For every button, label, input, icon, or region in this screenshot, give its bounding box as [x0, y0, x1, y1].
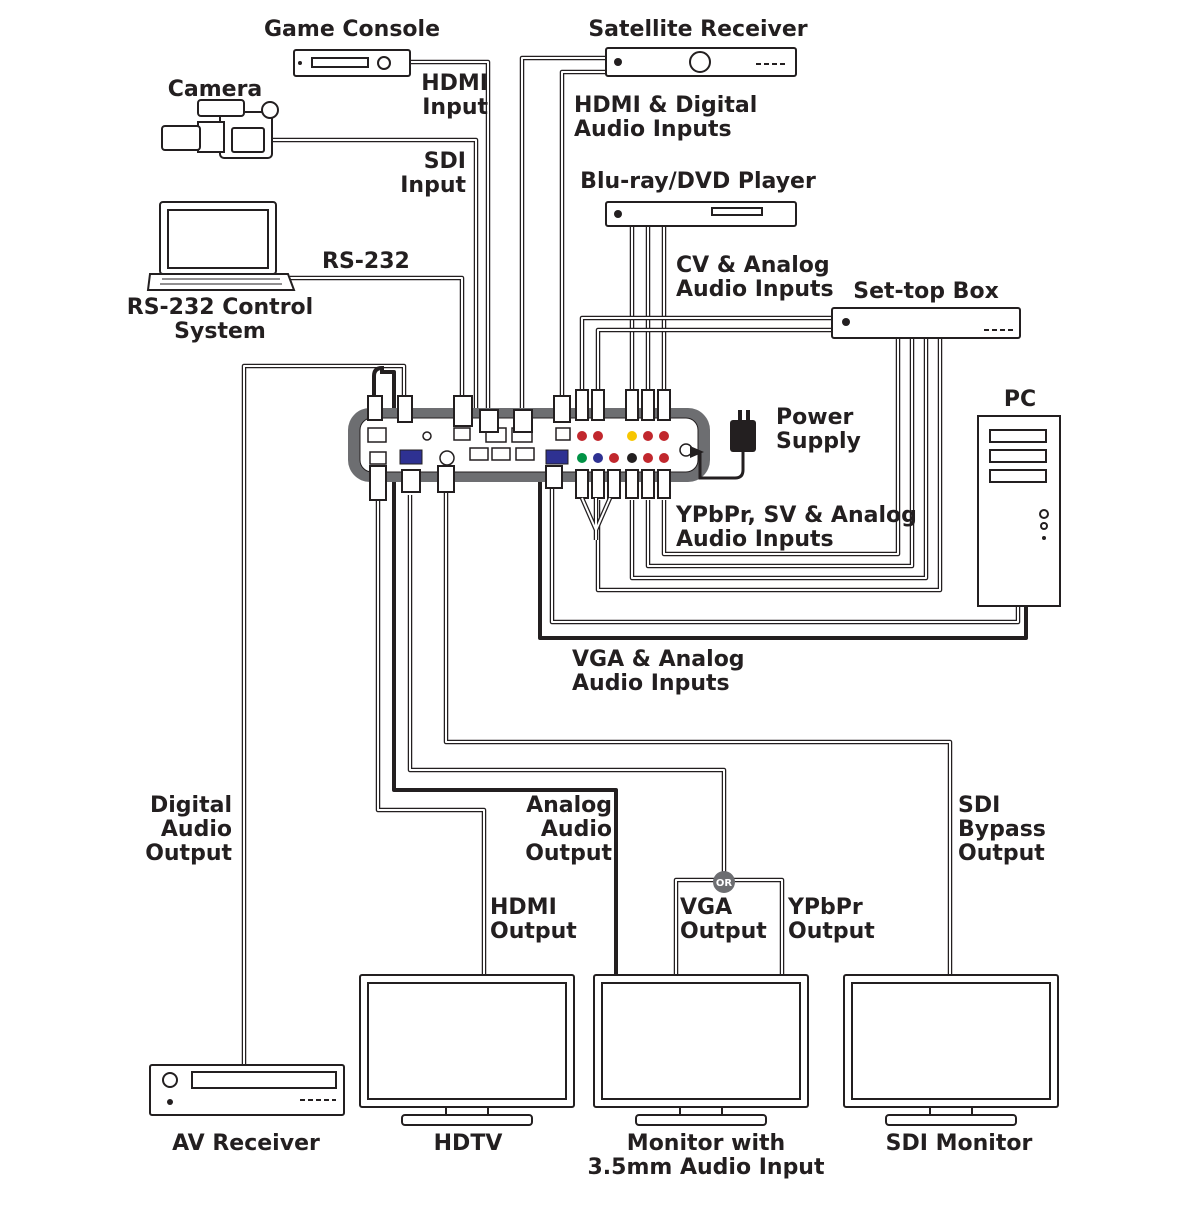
pc-label: PC	[1003, 387, 1037, 412]
cable-vga-out	[407, 495, 785, 975]
av-receiver-label: AV Receiver	[172, 1131, 320, 1156]
pc-device	[977, 415, 1061, 607]
power-supply-label: Power Supply	[776, 406, 861, 454]
converter-unit	[348, 408, 710, 482]
rs232-system-label: RS-232 Control System	[120, 296, 320, 344]
ypbpr-input-label: YPbPr, SV & Analog Audio Inputs	[676, 504, 917, 552]
cable-satellite-hdmi	[519, 55, 608, 420]
cable-bluray-cv	[629, 226, 667, 405]
or-badge-text: OR	[716, 878, 733, 889]
av-receiver-device	[149, 1064, 345, 1116]
power-supply-line2: Supply	[776, 429, 861, 454]
hdtv-device	[359, 974, 575, 1126]
sdi-bypass-output-label: SDI Bypass Output	[958, 794, 1046, 866]
analog-audio-output-label: Analog Audio Output	[508, 794, 612, 866]
cable-settop-return	[595, 338, 943, 593]
rs232-system-line1: RS-232 Control	[126, 295, 314, 320]
ypbpr-input-line2: Audio Inputs	[676, 527, 834, 552]
satellite-receiver-device	[605, 47, 797, 77]
vga-output-label: VGA Output	[680, 896, 767, 944]
cv-audio-label: CV & Analog Audio Inputs	[676, 254, 834, 302]
hdmi-input-label: HDMI Input	[404, 72, 488, 120]
game-console-device	[293, 49, 411, 77]
bluray-label: Blu-ray/DVD Player	[580, 169, 816, 194]
cable-satellite-digital-audio	[559, 69, 612, 405]
analog-audio-output-line3: Output	[525, 841, 612, 866]
hdmi-digital-label: HDMI & Digital Audio Inputs	[574, 94, 757, 142]
cv-audio-line1: CV & Analog	[676, 253, 830, 278]
hdtv-label: HDTV	[433, 1131, 503, 1156]
analog-audio-output-line1: Analog	[526, 793, 612, 818]
analog-audio-output-line2: Audio	[540, 817, 612, 842]
cable-hdmi-out	[375, 500, 487, 975]
sdi-monitor-device	[843, 974, 1059, 1126]
vga-output-line1: VGA	[680, 895, 733, 920]
digital-audio-output-label: Digital Audio Output	[128, 794, 232, 866]
sdi-input-line1: SDI	[423, 149, 466, 174]
sdi-bypass-output-line1: SDI	[958, 793, 1001, 818]
hdmi-output-label: HDMI Output	[490, 896, 577, 944]
vga-input-label: VGA & Analog Audio Inputs	[572, 648, 745, 696]
vga-input-line1: VGA & Analog	[572, 647, 745, 672]
sdi-input-line2: Input	[400, 173, 466, 198]
sdi-bypass-output-line2: Bypass	[958, 817, 1046, 842]
cable-rs232	[290, 275, 465, 405]
game-console-label: Game Console	[264, 17, 440, 42]
hdmi-digital-line2: Audio Inputs	[574, 117, 732, 142]
monitor-label: Monitor with 3.5mm Audio Input	[576, 1132, 836, 1180]
ypbpr-output-label: YPbPr Output	[788, 896, 875, 944]
cv-audio-line2: Audio Inputs	[676, 277, 834, 302]
digital-audio-output-line3: Output	[145, 841, 232, 866]
monitor-line1: Monitor with	[626, 1131, 786, 1156]
cable-digital-audio-out	[241, 363, 407, 1065]
cable-camera-sdi	[272, 137, 479, 420]
sdi-input-label: SDI Input	[394, 150, 466, 198]
plugs-top	[367, 389, 671, 433]
digital-audio-output-line1: Digital	[150, 793, 232, 818]
digital-audio-output-line2: Audio	[160, 817, 232, 842]
monitor-line2: 3.5mm Audio Input	[587, 1155, 825, 1180]
ypbpr-output-line1: YPbPr	[788, 895, 863, 920]
camera-device	[161, 99, 279, 159]
rs232-label: RS-232	[322, 249, 410, 274]
hdmi-output-line2: Output	[490, 919, 577, 944]
rs232-system-line2: System	[174, 319, 266, 344]
cable-settop-component	[579, 315, 838, 405]
cable-sdi-bypass-out	[443, 490, 953, 975]
vga-output-line2: Output	[680, 919, 767, 944]
ypbpr-input-line1: YPbPr, SV & Analog	[676, 503, 917, 528]
cable-pc-vga	[538, 440, 1028, 640]
hdmi-digital-line1: HDMI & Digital	[574, 93, 758, 118]
hdmi-input-line1: HDMI	[421, 71, 488, 96]
power-supply-device	[690, 410, 756, 480]
ypbpr-output-line2: Output	[788, 919, 875, 944]
hdmi-output-line1: HDMI	[490, 895, 557, 920]
plugs-bottom	[369, 465, 671, 540]
monitor-device	[593, 974, 809, 1126]
power-supply-line1: Power	[776, 405, 854, 430]
settop-box-device	[831, 307, 1021, 339]
or-badge: OR	[713, 871, 735, 893]
hdmi-input-line2: Input	[422, 95, 488, 120]
laptop-device	[146, 201, 296, 291]
cable-game-console-hdmi	[410, 59, 491, 420]
settop-box-label: Set-top Box	[853, 279, 999, 304]
sdi-monitor-label: SDI Monitor	[885, 1131, 1033, 1156]
camera-label: Camera	[167, 77, 263, 102]
sdi-bypass-output-line3: Output	[958, 841, 1045, 866]
cable-analog-audio-out	[372, 366, 618, 975]
bluray-player-device	[605, 201, 797, 227]
vga-input-line2: Audio Inputs	[572, 671, 730, 696]
satellite-receiver-label: Satellite Receiver	[588, 17, 808, 42]
